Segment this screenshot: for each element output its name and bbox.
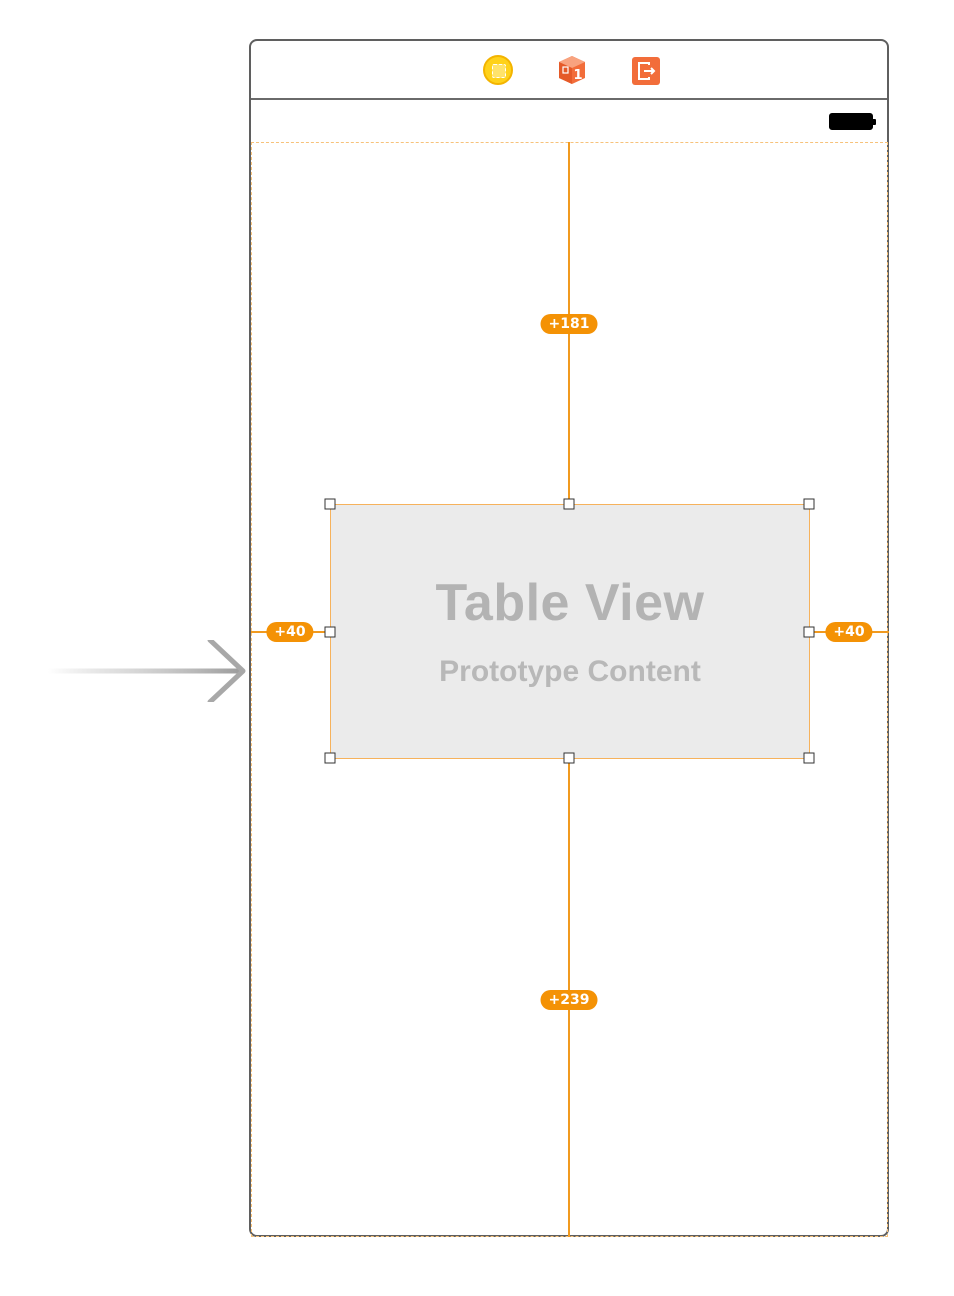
table-view-title: Table View bbox=[435, 574, 705, 632]
resize-handle-top-right[interactable] bbox=[803, 498, 815, 510]
first-responder-icon[interactable]: 1 bbox=[557, 55, 587, 85]
status-bar bbox=[251, 100, 887, 140]
table-view[interactable]: Table View Prototype Content bbox=[330, 504, 810, 759]
resize-handle-bottom-left[interactable] bbox=[324, 752, 336, 764]
resize-handle-top[interactable] bbox=[563, 498, 575, 510]
scene-dock: 1 bbox=[251, 41, 887, 100]
top-constraint-badge[interactable]: +181 bbox=[540, 314, 598, 334]
table-view-subtitle: Prototype Content bbox=[439, 655, 701, 688]
leading-constraint-badge[interactable]: +40 bbox=[266, 622, 314, 642]
resize-handle-bottom-right[interactable] bbox=[803, 752, 815, 764]
resize-handle-top-left[interactable] bbox=[324, 498, 336, 510]
resize-handle-left[interactable] bbox=[324, 626, 336, 638]
trailing-constraint-badge[interactable]: +40 bbox=[825, 622, 873, 642]
initial-view-controller-arrow[interactable] bbox=[48, 640, 248, 702]
resize-handle-right[interactable] bbox=[803, 626, 815, 638]
battery-icon bbox=[829, 113, 876, 130]
first-responder-badge: 1 bbox=[573, 68, 582, 83]
exit-icon[interactable] bbox=[632, 57, 660, 85]
bottom-constraint-badge[interactable]: +239 bbox=[540, 990, 598, 1010]
resize-handle-bottom[interactable] bbox=[563, 752, 575, 764]
view-controller-icon[interactable] bbox=[483, 55, 513, 85]
